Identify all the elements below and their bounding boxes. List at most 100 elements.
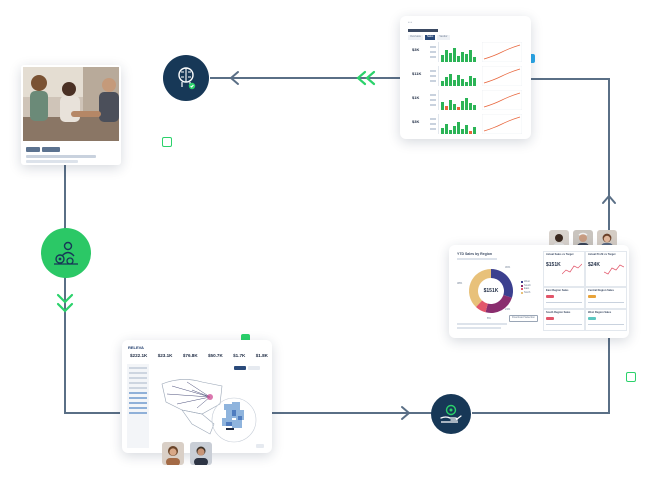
region-panel: East Region Sales [543,287,585,309]
photo-card [21,65,121,165]
row-label-line [430,99,436,101]
pct-label: 30% [505,266,511,269]
flow-line-right-vertical [608,78,610,238]
legend-swatch [521,288,523,291]
mini-bar [453,104,456,110]
caption-line [26,155,96,158]
double-chevron-left-icon [356,70,376,86]
trend-line-mini [482,90,522,110]
mini-bar [465,125,468,134]
row-label-line [430,94,436,96]
mini-bar [465,98,468,110]
panel-title: Actual Profit vs Target [588,253,616,256]
row-label-line [430,104,436,106]
row-label-line [430,75,436,77]
tab-sales[interactable]: Sales [424,35,436,40]
region-progress-line [588,301,624,303]
region-panel: West Region Sales [585,309,627,331]
flow-line-left-vertical [64,165,66,414]
region-badge [546,294,554,298]
legend-swatch [521,281,523,284]
pct-label: 38% [457,282,463,285]
row-label-line [430,123,436,125]
mini-bar [445,77,448,86]
region-panel-title: South Region Sales [546,311,571,314]
region-panel-title: Central Region Sales [588,289,614,292]
filter-sidebar [127,364,149,448]
target-panel: Actual Sales vs Target $151K [543,251,585,287]
region-panel-title: East Region Sales [546,289,569,292]
row-kpi-value: $3K [412,47,420,52]
legend-label: West [524,280,530,283]
mini-bar [453,126,456,134]
kpi-strip: $222.1K $23.1K $76.8K $50.7K $1.7K $1.8K [130,353,268,359]
kpi-value: $50.7K [207,353,223,358]
donut-chart [469,269,513,313]
row-label-line [430,128,436,130]
mini-bar [465,54,468,62]
region-badge [546,316,554,320]
target-panel: Actual Profit vs Target $24K [585,251,627,287]
sales-dashboard-card: ▪ ▪ ▪ Overview Sales Vendor $3K$11K$1K$3… [400,16,531,139]
caption-bar [26,147,40,152]
kpi-value: $222.1K [130,353,148,358]
mini-bar [449,74,452,86]
mini-bar [457,122,460,134]
download-selection-button[interactable]: Download Selection [509,315,538,322]
flow-line-bottom-left [64,412,120,414]
legend-label: East [524,287,530,291]
bar-chart-mini [438,66,479,86]
person-avatar [190,442,212,465]
flow-line-bottom-mid [272,412,432,414]
mini-bar [449,53,452,62]
mini-bar [469,103,472,110]
trend-line-mini [482,42,522,62]
row-label-line [430,80,436,82]
dashboard-tabs: Overview Sales Vendor [408,35,450,40]
row-label-line [430,46,436,48]
sparkline [604,264,624,275]
kpi-value: $76.8K [182,353,198,358]
panel-value: $151K [546,261,561,268]
note-line [457,327,501,329]
mini-bar [461,101,464,110]
arrow-right-icon [401,406,411,420]
mini-bar [465,82,468,86]
arrow-left-icon [229,71,239,85]
brand-label: RELEVA [128,345,144,350]
dashboard-title-bar [408,29,438,32]
donut-slice-north [469,269,491,308]
person-gears-icon [54,241,78,265]
tab-vendor[interactable]: Vendor [437,35,450,40]
row-label-line [430,118,436,120]
kpi-value: $23.1K [157,353,173,358]
mini-bar [473,105,476,110]
mini-bar [457,56,460,62]
mini-bar [457,75,460,86]
tab-overview[interactable]: Overview [408,35,423,40]
mini-bar [473,127,476,134]
legend-label: North [524,290,531,294]
arrow-up-icon [602,194,616,204]
mini-bar [449,100,452,110]
flow-map [161,366,264,448]
caption-line [26,160,78,163]
legend-item: West [521,280,531,284]
legend-item: South [521,284,531,288]
mini-bar [445,124,448,134]
region-progress-line [546,323,582,325]
pct-label: 24% [505,308,511,311]
team-photo [23,67,119,141]
accent-square-outline [162,137,172,147]
pct-label: 8% [487,317,491,320]
person-gears-hub [41,228,91,278]
row-label-line [430,70,436,72]
mini-bar [441,102,444,110]
row-label-line [430,51,436,53]
legend-item: North [521,290,531,295]
kpi-value: $1.8K [255,353,268,358]
panel-title: Actual Sales vs Target [546,253,574,256]
donut-slice-west [491,269,513,298]
dashboard-brand: ▪ ▪ ▪ [408,21,413,24]
mini-bar [441,128,444,134]
